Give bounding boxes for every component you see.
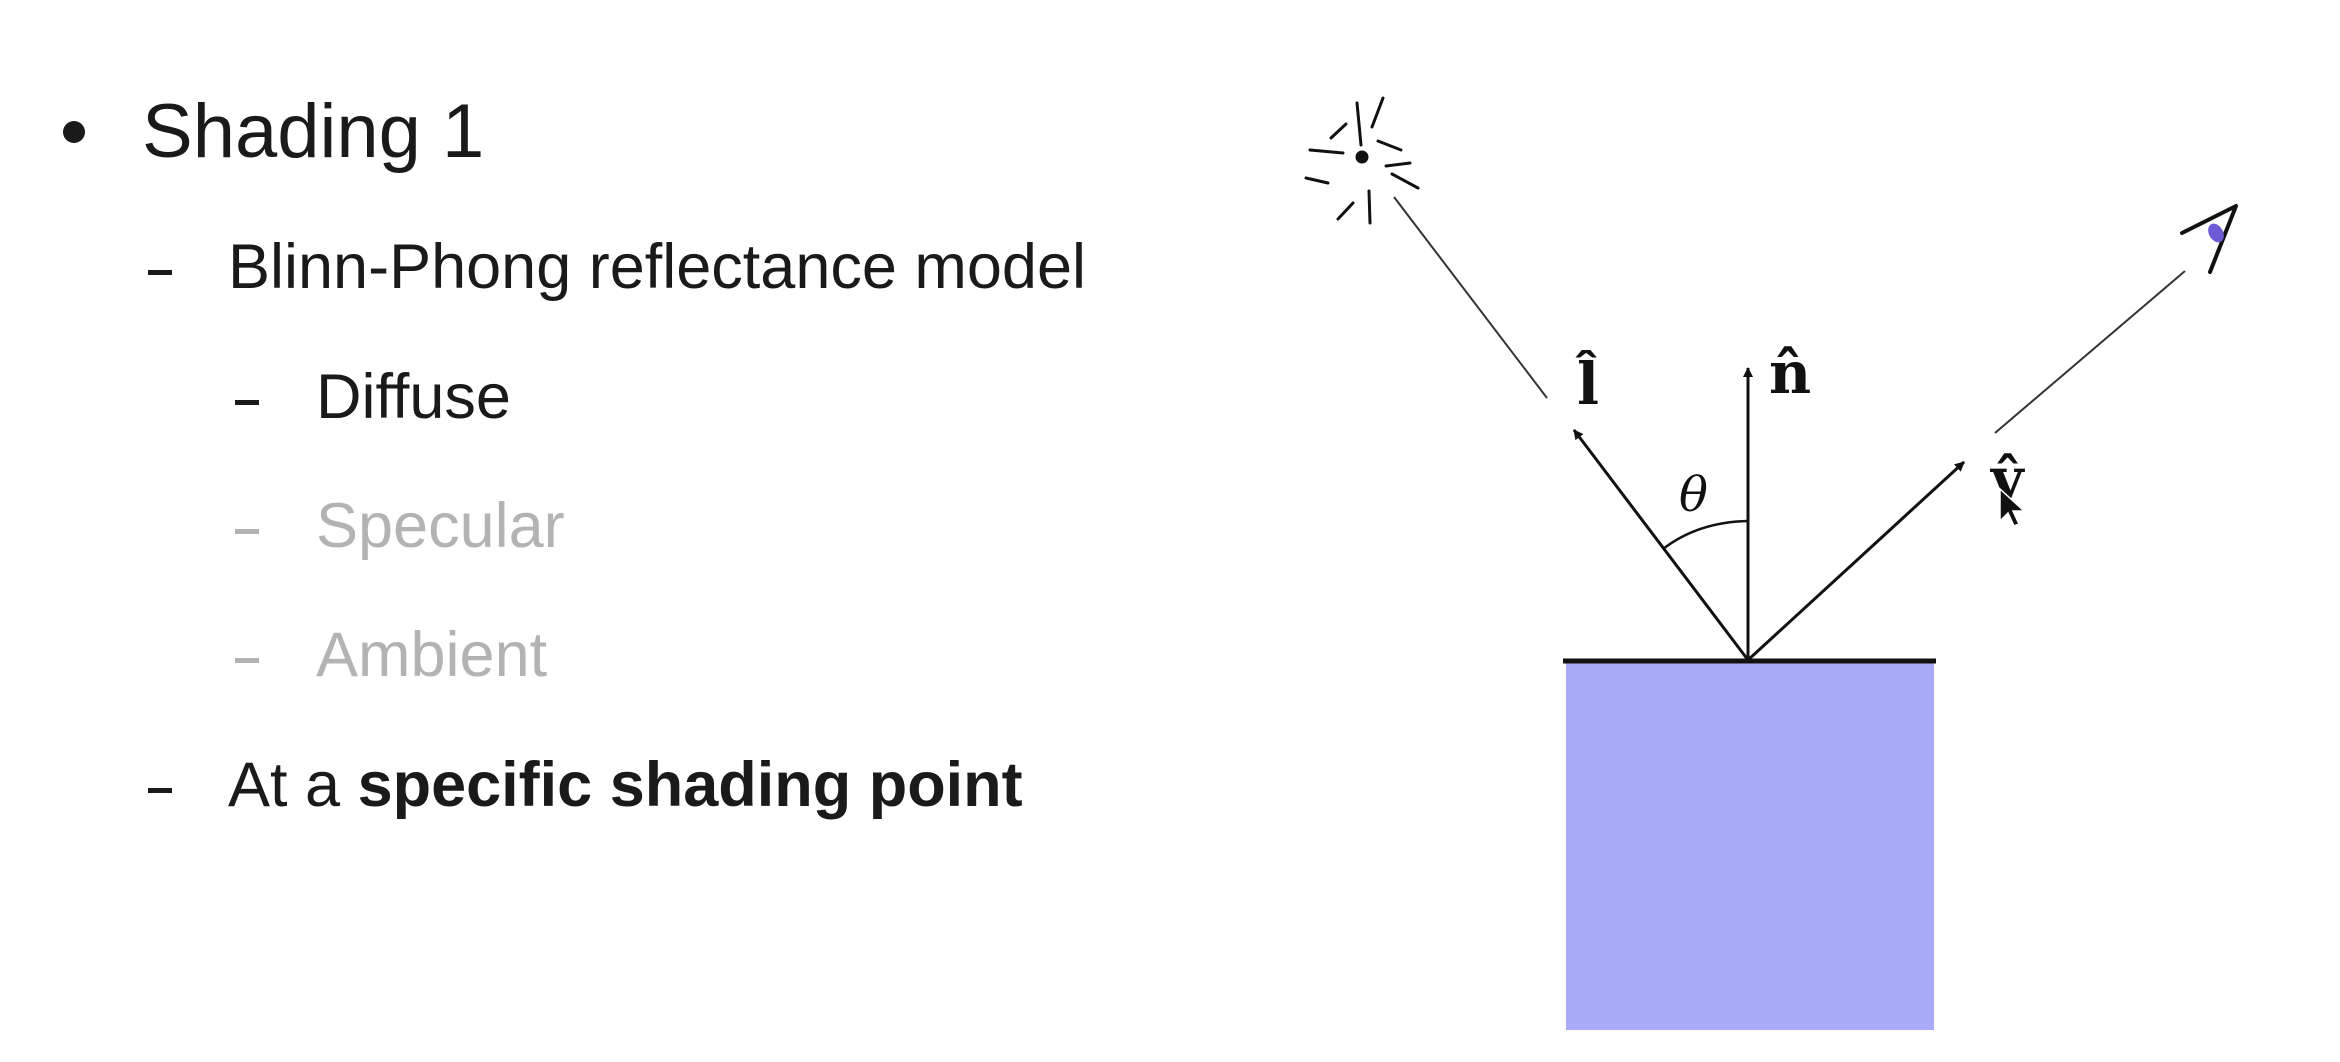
mouse-cursor-icon xyxy=(1999,487,2026,527)
bullet-dash xyxy=(235,529,259,534)
bullet-dot xyxy=(63,121,85,143)
bullet-blinn-phong: Blinn-Phong reflectance model xyxy=(228,232,1087,302)
surface-block xyxy=(1566,662,1934,1030)
theta-label: θ xyxy=(1679,467,1708,523)
bullet-list: Shading 1 Blinn-Phong reflectance model … xyxy=(63,89,1087,821)
theta-arc xyxy=(1662,519,1749,550)
light-source-icon xyxy=(1304,96,1420,225)
slide-title: Shading 1 xyxy=(142,89,485,174)
bullet-shading-point: At a specific shading point xyxy=(228,749,1023,821)
bullet-shading-point-prefix: At a xyxy=(228,750,358,820)
bullet-dash xyxy=(235,658,259,663)
eye-icon xyxy=(2180,204,2238,274)
bullet-specular: Specular xyxy=(316,491,565,561)
light-vector-arrow xyxy=(1572,429,1750,661)
bullet-shading-point-emphasis: specific shading point xyxy=(357,750,1023,820)
bullet-diffuse: Diffuse xyxy=(316,362,511,432)
bullet-dash xyxy=(148,270,172,275)
bullet-ambient: Ambient xyxy=(316,620,548,690)
normal-vector-label: n̂ xyxy=(1769,339,1811,407)
bullet-dash xyxy=(235,400,259,405)
bullet-dash xyxy=(148,788,172,793)
view-ray-line xyxy=(1994,270,2186,434)
light-ray-line xyxy=(1393,196,1548,399)
view-vector-arrow xyxy=(1746,460,1966,662)
light-vector-label: l̂ xyxy=(1575,349,1599,418)
